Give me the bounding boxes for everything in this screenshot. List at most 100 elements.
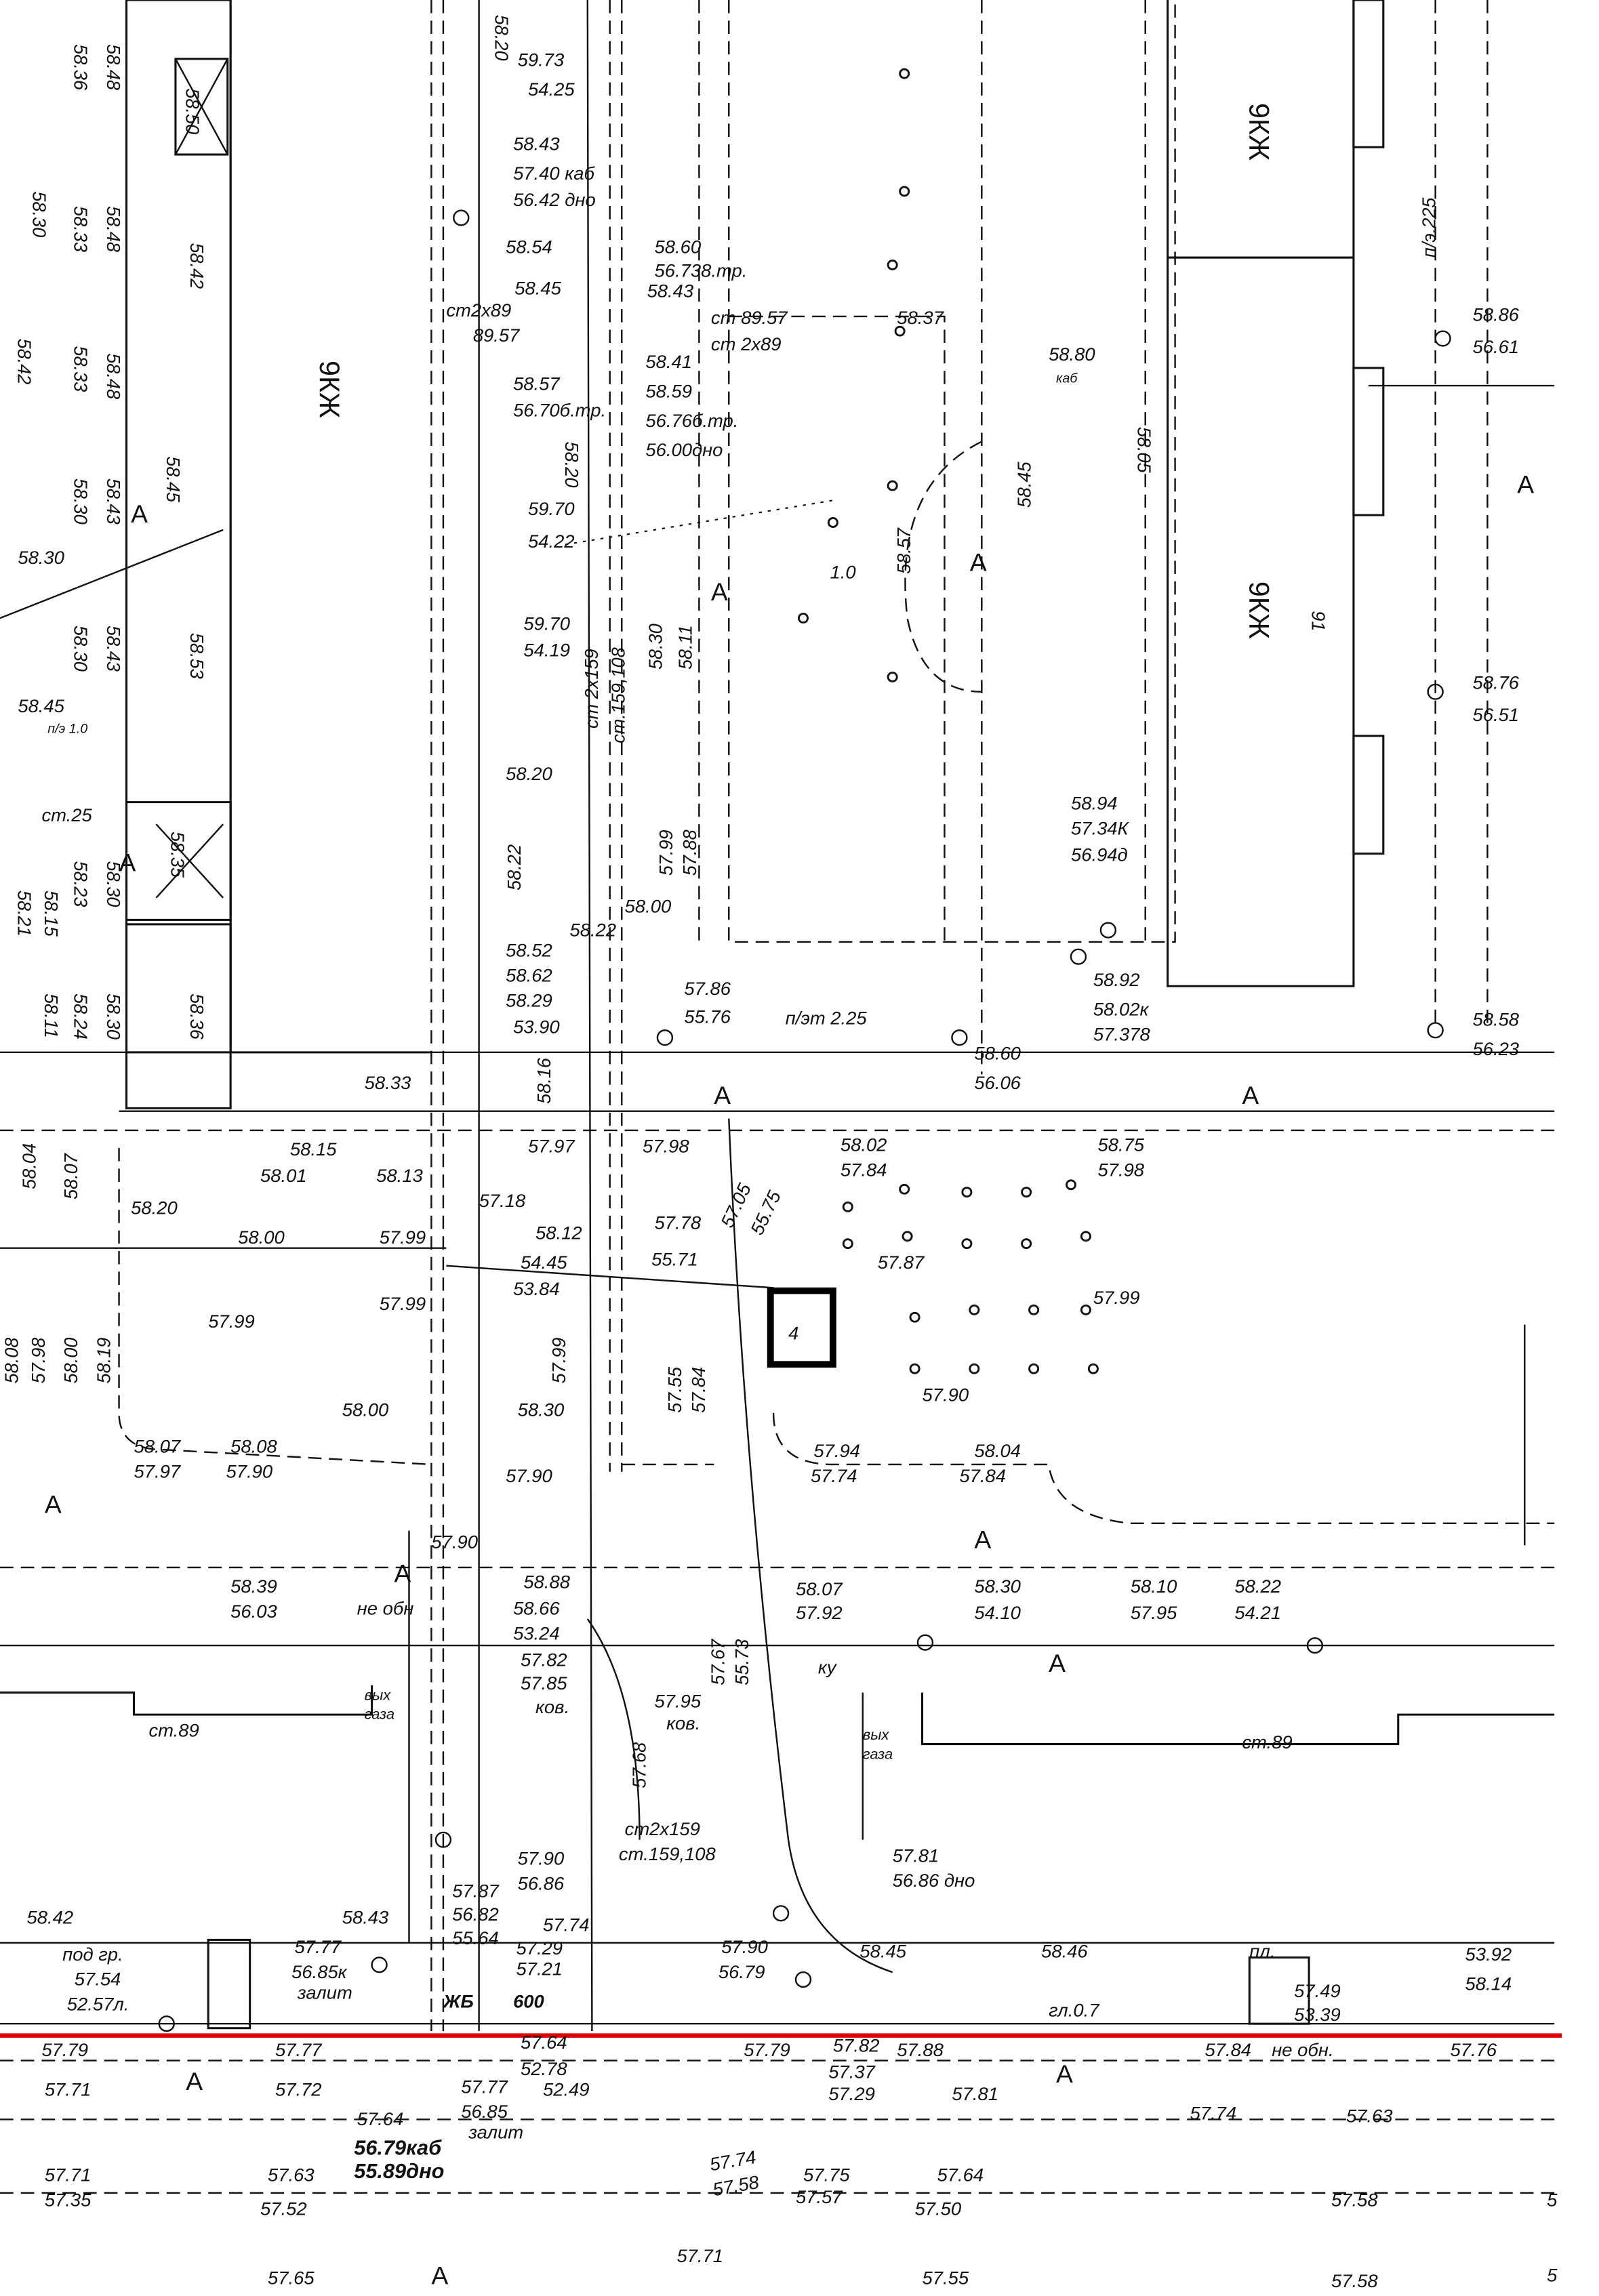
- elevation-label: 57.29: [516, 1938, 563, 1959]
- elevation-label: 58.57: [893, 527, 914, 574]
- elevation-label: 57.99: [380, 1227, 426, 1248]
- elevation-label: 57.97: [134, 1461, 180, 1482]
- elevation-label: 57.34К: [1071, 818, 1130, 839]
- elevation-label: 58.05: [1134, 427, 1155, 474]
- elevation-label: 58.30: [103, 861, 124, 907]
- elevation-label: 58.62: [506, 965, 552, 986]
- tree-markers: [158, 68, 1451, 2032]
- elevation-label: 57.64: [521, 2032, 567, 2053]
- elevation-label: 58.20: [561, 442, 582, 488]
- elevation-label: 58.33: [365, 1072, 411, 1093]
- elevation-label: 57.99: [380, 1293, 426, 1314]
- elevation-label: 58.04: [19, 1143, 40, 1189]
- elevation-label: 57.84: [959, 1465, 1006, 1486]
- elevation-label: 56.00дно: [645, 439, 723, 460]
- zone-label: А: [431, 2261, 448, 2290]
- elevation-label: 58.37: [897, 307, 944, 328]
- elevation-label: 58.80: [1049, 344, 1095, 365]
- elevation-label: 52.78: [521, 2058, 567, 2079]
- elevation-label: 57.76: [1451, 2039, 1497, 2060]
- elevation-label: 58.58: [1472, 1009, 1519, 1030]
- elevation-label: 58.86: [1472, 304, 1519, 325]
- elevation-label: 58.75: [1097, 1134, 1144, 1155]
- zone-label: А: [1056, 2059, 1073, 2088]
- elevation-label: 58.21: [14, 890, 35, 937]
- elevation-label: 58.00: [238, 1227, 285, 1248]
- elevation-label: 57.57: [796, 2186, 843, 2207]
- zone-label: А: [974, 1525, 991, 1554]
- zone-label: А: [1517, 470, 1534, 499]
- elevations-top-center: 58.20 59.73 54.25 58.43 57.40 каб 56.42 …: [365, 15, 1155, 1104]
- zone-label: А: [131, 499, 148, 528]
- elevation-label: 57.87: [878, 1252, 925, 1273]
- note-label: ков.: [666, 1713, 700, 1734]
- elevation-label: 57.90: [518, 1848, 565, 1869]
- elevation-label: 57.82: [521, 1649, 567, 1670]
- pipe-label: ст 89.57: [711, 307, 788, 328]
- elevation-label: 58.50: [182, 88, 203, 134]
- elevation-label: 56.42 дно: [513, 189, 596, 210]
- elevation-label: 58.48: [103, 44, 124, 90]
- entrance-box: [174, 58, 229, 156]
- elevation-label: 57.92: [796, 1602, 843, 1623]
- elevation-label: 56.06: [974, 1072, 1021, 1093]
- elevation-label: 58.30: [518, 1399, 565, 1420]
- note-label: вых: [365, 1687, 392, 1704]
- elevation-label: 57.90: [431, 1532, 478, 1553]
- elevation-label: 58.76: [1472, 672, 1519, 693]
- elevation-label: 57.29: [828, 2083, 875, 2104]
- zone-label: А: [714, 1081, 731, 1109]
- zone-label: А: [45, 1490, 62, 1519]
- elevation-label: 57.77: [275, 2039, 322, 2060]
- elevation-label: 58.94: [1071, 793, 1118, 814]
- elevations-top-left: 58.36 58.48 58.50 58.30 58.33 58.48 58.4…: [14, 44, 207, 1040]
- tree-height-label: 1.0: [830, 562, 855, 583]
- elevation-label: 58.60: [974, 1043, 1021, 1064]
- note-label: газа: [863, 1745, 893, 1762]
- elevation-label: 57.90: [923, 1385, 969, 1406]
- elevation-label: 57.64: [357, 2108, 404, 2129]
- elevation-label: 58.12: [535, 1223, 582, 1244]
- elevation-label: 57.99: [208, 1311, 255, 1332]
- elevation-label: 58.20: [131, 1197, 178, 1218]
- elevation-label: 57.88: [897, 2039, 944, 2060]
- elevation-label: 57.52: [260, 2198, 307, 2219]
- note-label: не обн.: [1272, 2039, 1333, 2060]
- building-label: 9КЖ: [314, 361, 346, 418]
- elevation-label: 55.76: [684, 1006, 731, 1027]
- elevation-label: 58.00: [342, 1399, 389, 1420]
- highlight-box-label: 4: [788, 1322, 798, 1343]
- elevation-label: 58.45: [18, 695, 64, 716]
- elevation-label: 58.36: [186, 993, 207, 1040]
- elevation-label: 57.54: [75, 1969, 121, 1990]
- elevation-label: 58.22: [504, 844, 525, 890]
- highlighted-manhole-box[interactable]: [767, 1287, 836, 1368]
- wall-label: ст.25: [41, 804, 92, 825]
- building-label: 9КЖ: [1243, 103, 1275, 161]
- elevation-label: 57.90: [506, 1465, 552, 1486]
- elevation-label: 55.73: [731, 1639, 752, 1685]
- elevation-label: 57.74: [811, 1465, 857, 1486]
- elevation-label: 58.42: [186, 243, 207, 289]
- elevation-label: 58.16: [533, 1057, 554, 1104]
- elevation-label: 57.55: [923, 2268, 969, 2289]
- elevation-label: 58.46: [1041, 1941, 1088, 1962]
- elevation-label: 57.90: [226, 1461, 273, 1482]
- elevation-label: 57.58: [1331, 2270, 1378, 2291]
- elevation-label: 57.21: [516, 1959, 563, 1980]
- elevation-label: 58.36: [70, 44, 92, 91]
- elevations-top-right: 58.94 57.34К 56.94д 58.92 58.02к 57.378 …: [1071, 197, 1520, 1060]
- elevation-label: 53.92: [1465, 1944, 1512, 1965]
- elevation-label: 56.79: [718, 1961, 765, 1982]
- material-label: ЖБ: [442, 1990, 474, 2011]
- pipe-label: ст 2х89: [711, 333, 782, 354]
- note-label: ку: [818, 1656, 837, 1677]
- elevation-label: 56.23: [1472, 1038, 1519, 1059]
- elevation-label: 54.25: [528, 79, 575, 100]
- note-label: залит: [468, 2122, 523, 2143]
- elevation-label: 53.84: [513, 1278, 560, 1299]
- elevation-label: 58.08: [1, 1338, 22, 1384]
- elevation-label: 57.378: [1093, 1024, 1150, 1045]
- elevation-label: 57.99: [548, 1338, 569, 1384]
- elevation-label: 58.13: [376, 1165, 423, 1186]
